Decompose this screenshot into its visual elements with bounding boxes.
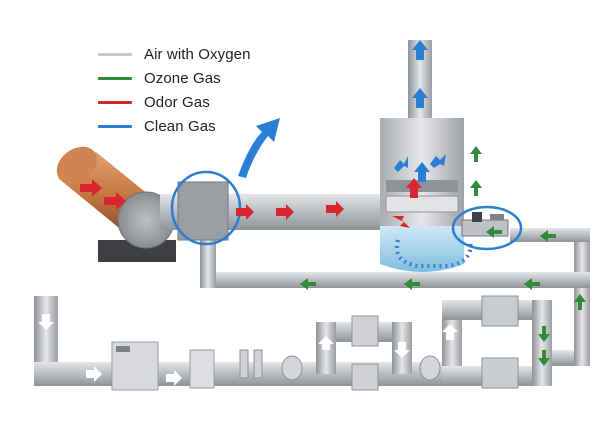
legend-label-air: Air with Oxygen <box>144 45 251 63</box>
air-dryer-bottom <box>351 363 379 391</box>
air-tank <box>189 349 215 389</box>
legend-label-clean: Clean Gas <box>144 117 216 135</box>
ozone-arrow <box>300 146 586 366</box>
legend-item-air: Air with Oxygen <box>98 42 251 66</box>
legend-item-odor: Odor Gas <box>98 90 251 114</box>
air-dryer-top <box>351 315 379 347</box>
air-arrow <box>38 314 458 386</box>
ozone-generator-top <box>481 295 519 327</box>
legend-item-clean: Clean Gas <box>98 114 251 138</box>
legend-swatch-air <box>98 52 132 56</box>
legend-swatch-clean <box>98 124 132 128</box>
scrubber-tower <box>380 40 464 272</box>
legend: Air with Oxygen Ozone Gas Odor Gas Clean… <box>98 42 251 138</box>
pump-left <box>281 355 303 381</box>
injector-highlight-circle <box>451 205 523 251</box>
legend-label-odor: Odor Gas <box>144 93 210 111</box>
clean-arrow <box>394 40 446 182</box>
main-odor-pipe <box>160 181 392 241</box>
exhaust-arrow <box>238 118 280 178</box>
air-compressor <box>111 341 159 391</box>
legend-label-ozone: Ozone Gas <box>144 69 221 87</box>
filters <box>239 349 263 379</box>
legend-swatch-ozone <box>98 76 132 80</box>
legend-item-ozone: Ozone Gas <box>98 66 251 90</box>
ozone-generator-bottom <box>481 357 519 389</box>
odor-arrow <box>80 178 422 228</box>
pump-right <box>419 355 441 381</box>
legend-swatch-odor <box>98 100 132 104</box>
